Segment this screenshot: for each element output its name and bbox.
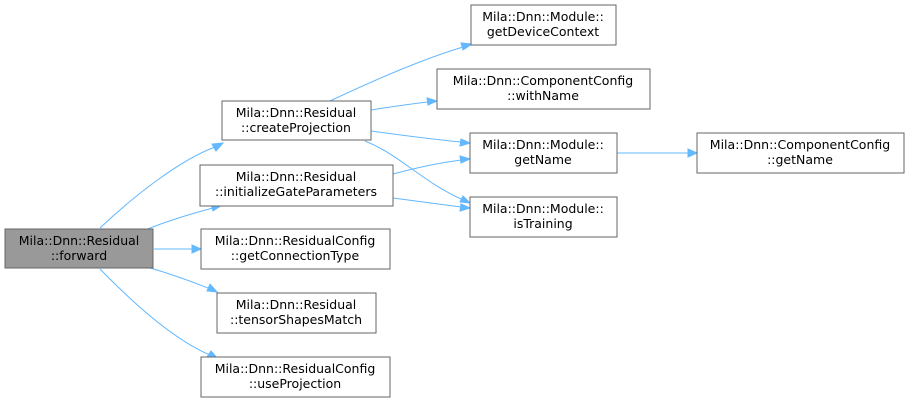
node-withName[interactable]: Mila::Dnn::ComponentConfig ::withName — [436, 68, 651, 110]
edge-createProjection-moduleGetName — [370, 130, 462, 143]
edge-createProjection-withName-arrow — [426, 97, 439, 106]
node-tensorShapesMatch-line1: Mila::Dnn::Residual — [236, 297, 357, 312]
edge-forward-getConnectionType-arrow — [191, 244, 203, 254]
edge-forward-initializeGateParameters — [144, 207, 214, 231]
node-isTraining-line2: isTraining — [513, 216, 572, 231]
edge-initializeGateParameters-isTraining-arrow — [459, 203, 472, 212]
edge-createProjection-isTraining — [364, 140, 462, 200]
node-useProjection[interactable]: Mila::Dnn::ResidualConfig ::useProjectio… — [200, 356, 391, 398]
node-isTraining[interactable]: Mila::Dnn::Module:: isTraining — [469, 196, 618, 238]
node-forward-line1: Mila::Dnn::Residual — [19, 233, 140, 248]
edges — [99, 42, 699, 360]
node-initializeGateParameters-line1: Mila::Dnn::Residual — [236, 169, 357, 184]
node-getConnectionType-line1: Mila::Dnn::ResidualConfig — [215, 233, 376, 248]
node-createProjection-line1: Mila::Dnn::Residual — [236, 105, 357, 120]
node-getDeviceContext-line2: getDeviceContext — [487, 24, 599, 39]
node-createProjection[interactable]: Mila::Dnn::Residual ::createProjection — [221, 100, 372, 141]
node-tensorShapesMatch[interactable]: Mila::Dnn::Residual ::tensorShapesMatch — [216, 292, 377, 334]
edge-initializeGateParameters-moduleGetName — [392, 159, 462, 175]
node-isTraining-line1: Mila::Dnn::Module:: — [482, 201, 604, 216]
edge-forward-tensorShapesMatch-arrow — [206, 283, 219, 293]
node-getConnectionType-line2: ::getConnectionType — [231, 248, 360, 263]
edge-forward-createProjection-arrow — [211, 142, 225, 152]
edge-createProjection-getDeviceContext — [329, 46, 464, 102]
node-useProjection-line2: ::useProjection — [249, 376, 341, 391]
edge-forward-tensorShapesMatch — [149, 267, 209, 289]
node-getConnectionType[interactable]: Mila::Dnn::ResidualConfig ::getConnectio… — [200, 228, 391, 270]
node-configGetName-line1: Mila::Dnn::ComponentConfig — [710, 137, 890, 152]
edge-createProjection-moduleGetName-arrow — [459, 138, 472, 147]
node-moduleGetName-line2: getName — [514, 152, 572, 167]
node-withName-line2: ::withName — [507, 88, 579, 103]
edge-createProjection-getDeviceContext-arrow — [460, 42, 474, 51]
edge-initializeGateParameters-moduleGetName-arrow — [459, 155, 472, 164]
node-initializeGateParameters-line2: ::initializeGateParameters — [215, 184, 377, 199]
edge-createProjection-isTraining-arrow — [459, 195, 472, 204]
node-tensorShapesMatch-line2: ::tensorShapesMatch — [230, 312, 362, 327]
edge-moduleGetName-configGetName-arrow — [687, 148, 699, 158]
node-configGetName-line2: ::getName — [767, 152, 833, 167]
node-configGetName[interactable]: Mila::Dnn::ComponentConfig ::getName — [696, 132, 905, 174]
node-withName-line1: Mila::Dnn::ComponentConfig — [453, 73, 633, 88]
node-useProjection-line1: Mila::Dnn::ResidualConfig — [215, 361, 376, 376]
edge-createProjection-withName — [370, 101, 429, 111]
node-getDeviceContext-line1: Mila::Dnn::Module:: — [482, 9, 604, 24]
node-forward-line2: ::forward — [51, 248, 107, 263]
node-forward[interactable]: Mila::Dnn::Residual ::forward — [4, 228, 154, 269]
node-moduleGetName[interactable]: Mila::Dnn::Module:: getName — [469, 132, 618, 174]
node-initializeGateParameters[interactable]: Mila::Dnn::Residual ::initializeGatePara… — [199, 164, 394, 207]
node-getDeviceContext[interactable]: Mila::Dnn::Module:: getDeviceContext — [470, 4, 617, 46]
node-createProjection-line2: ::createProjection — [241, 120, 351, 135]
edge-forward-createProjection — [99, 146, 216, 229]
node-moduleGetName-line1: Mila::Dnn::Module:: — [482, 137, 604, 152]
edge-initializeGateParameters-isTraining — [392, 197, 462, 208]
edge-forward-useProjection — [99, 268, 211, 356]
